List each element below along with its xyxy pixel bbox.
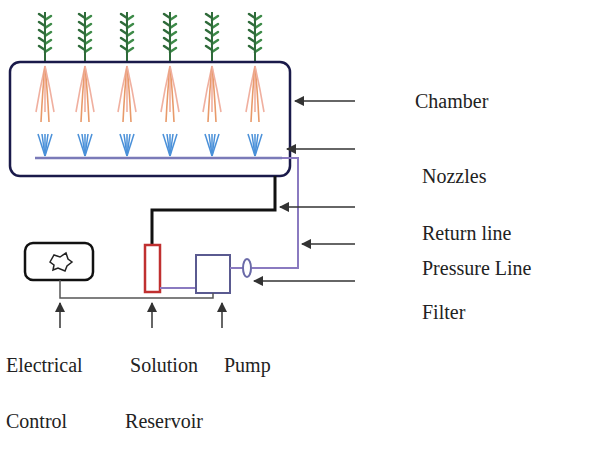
root [81,66,85,122]
leader-arrow [221,303,223,328]
nozzle-spray [127,134,134,156]
leader-arrow [280,206,355,208]
leader-arrow [295,100,355,102]
nozzle-spray [212,134,219,156]
nozzle-spray [82,134,85,156]
callout-label: Pressure Line [422,256,582,280]
stem [126,12,128,62]
stem [44,12,46,62]
callout-label: Nozzles [422,164,562,188]
nozzle-spray [45,134,52,156]
stem [84,12,86,62]
callout-label: Solution Reservoir [108,337,220,449]
gear-icon [50,253,72,271]
callout-label: Electrical Control [6,337,102,449]
nozzle-spray [120,134,127,156]
pump-outlet [230,267,243,269]
electrical-control-box [25,243,93,280]
nozzle-spray [252,134,255,156]
root [127,66,136,112]
pump-box [196,255,230,293]
nozzle-spray [248,134,255,156]
root [45,66,54,112]
leader-arrow [254,280,355,282]
root [166,66,170,122]
nozzle-manifold [35,157,282,160]
stem [169,12,171,62]
root [123,66,127,122]
nozzle-spray [85,134,92,156]
nozzle-spray [78,134,85,156]
control-wire [60,280,213,298]
stem [254,12,256,62]
pressure-line [252,158,298,268]
root [251,66,255,122]
nozzle-spray [38,134,45,156]
nozzle-spray [170,134,177,156]
leader-arrow [287,148,355,150]
nozzle-spray [42,134,45,156]
callout-label: Return line [422,221,572,245]
root [41,66,45,122]
return-line [152,176,275,245]
feed-line [160,287,196,289]
nozzle-spray [209,134,212,156]
stem [211,12,213,62]
root [170,66,179,112]
root [208,66,212,122]
nozzle-spray [163,134,170,156]
nozzle-spray [167,134,170,156]
callout-label: Filter [422,300,562,324]
leader-arrow [302,243,355,245]
root [212,66,221,112]
nozzle-spray [124,134,127,156]
solution-reservoir [145,245,160,292]
leader-arrow [59,303,61,328]
root [255,66,264,112]
callout-label: Chamber [415,89,555,113]
nozzle-spray [255,134,262,156]
plants [36,12,264,156]
root [85,66,94,112]
chamber-box [10,62,290,176]
callout-label: Pump [224,337,294,393]
nozzle-spray [205,134,212,156]
filter-symbol [243,259,251,277]
leader-arrow [151,303,153,328]
